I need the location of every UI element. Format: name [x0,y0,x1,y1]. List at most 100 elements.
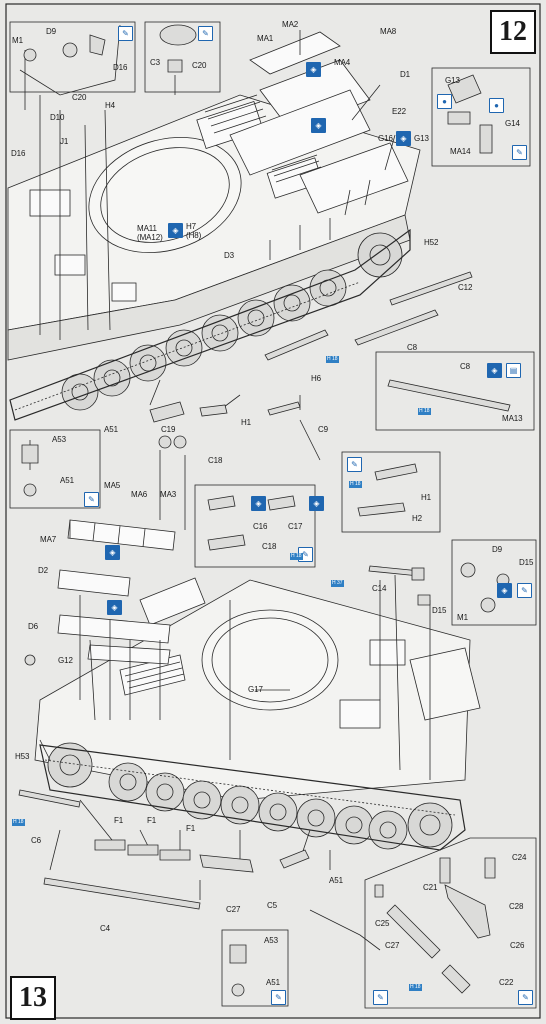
drop-icon: ● [489,98,504,113]
part-label: C16 [253,522,268,531]
part-label: MA7 [40,535,57,544]
box-c21-c28 [364,837,537,1009]
part-label: C5 [267,901,278,910]
box-c3-c20 [144,21,221,93]
part-label: D15 [519,558,534,567]
decal-icon: ◈ [105,545,120,560]
part-label: H1 [241,418,252,427]
part-label: A53 [52,435,66,444]
part-label: D9 [46,27,57,36]
part-label: MA2 [282,20,299,29]
stripe-icon: ▤ [506,363,521,378]
part-label: C19 [161,425,176,434]
part-label: D1 [400,70,411,79]
part-label: MA1 [257,34,274,43]
partno-tag: H 18 [349,481,362,488]
box-a53-a51 [9,429,101,509]
part-label: C8 [407,343,418,352]
part-label: J1 [60,137,69,146]
decal-icon: ◈ [306,62,321,77]
lower-road-wheels [47,742,453,850]
part-label: C9 [318,425,329,434]
box-g13-g14 [431,67,531,167]
part-label: F1 [186,824,196,833]
step-number-13: 13 [10,976,56,1020]
part-label: MA13 [502,414,523,423]
part-label: C14 [372,584,387,593]
part-label: A51 [329,876,343,885]
part-label: MA3 [160,490,177,499]
upper-road-wheels [61,232,403,411]
part-label: C18 [262,542,277,551]
part-label: MA4 [334,58,351,67]
part-label: D16 [11,149,26,158]
part-label: C17 [288,522,303,531]
part-label: H1 [421,493,432,502]
lower-track [39,744,466,851]
part-label: A53 [264,936,278,945]
part-label: D9 [492,545,503,554]
decal-icon: ◈ [309,496,324,511]
partno-tag: H 18 [418,408,431,415]
part-label: A51 [104,425,118,434]
part-label: G12 [58,656,73,665]
part-label: M1 [457,613,468,622]
part-label: C4 [100,924,111,933]
part-label: C25 [375,919,390,928]
part-label: G13 [445,76,460,85]
part-label: D2 [38,566,49,575]
part-label: C20 [72,93,87,102]
part-label: C12 [458,283,473,292]
part-label: D16 [113,63,128,72]
partno-tag: H 37 [331,580,344,587]
part-label: F1 [114,816,124,825]
decal-icon: ◈ [311,118,326,133]
lower-sponson-plates [57,569,171,665]
part-label: C6 [31,836,42,845]
paint-icon: ✎ [271,990,286,1005]
part-label: G14 [505,119,520,128]
part-label: MA11 [137,224,157,233]
box-h1-h2 [341,451,441,533]
decal-icon: ◈ [497,583,512,598]
part-label: M1 [12,36,23,45]
part-label: MA8 [380,27,397,36]
paint-icon: ✎ [373,990,388,1005]
upper-track [9,228,411,421]
part-label: D6 [28,622,39,631]
partno-tag: H 18 [326,356,339,363]
decal-icon: ◈ [396,131,411,146]
drop-icon: ● [437,94,452,109]
lower-hull-top [34,577,481,801]
decal-icon: ◈ [487,363,502,378]
part-label: H2 [412,514,423,523]
part-label: C8 [460,362,471,371]
paint-icon: ✎ [198,26,213,41]
paint-icon: ✎ [118,26,133,41]
part-label: C24 [512,853,527,862]
part-label: C28 [509,902,524,911]
part-label: C22 [499,978,514,987]
box-d15-m1 [451,539,537,626]
part-label: (MA12) [137,233,163,242]
part-label: C26 [510,941,525,950]
paint-icon: ✎ [518,990,533,1005]
part-label: D10 [50,113,65,122]
partno-tag: H 18 [12,819,25,826]
part-label: C27 [226,905,241,914]
part-label: C20 [192,61,207,70]
part-label: G16 [378,134,393,143]
part-label: C18 [208,456,223,465]
part-label: A51 [60,476,74,485]
part-label: H53 [15,752,30,761]
part-label: H7 [186,222,197,231]
paint-icon: ✎ [84,492,99,507]
paint-icon: ✎ [347,457,362,472]
part-label: MA14 [450,147,471,156]
part-label: C3 [150,58,161,67]
paint-icon: ✎ [517,583,532,598]
part-label: H4 [105,101,116,110]
upper-hull-top [7,94,421,361]
part-label: (H8) [186,231,202,240]
